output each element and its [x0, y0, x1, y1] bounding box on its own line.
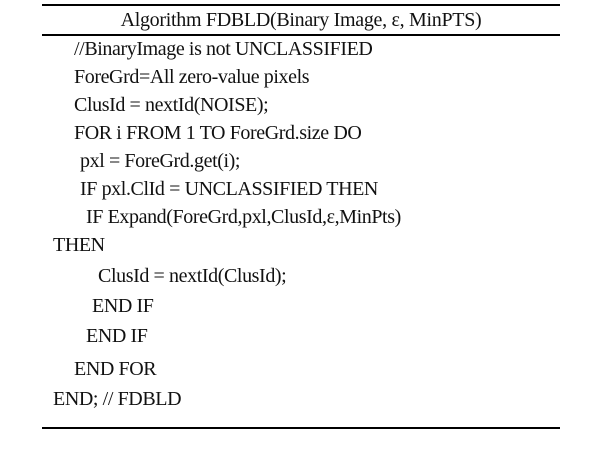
algorithm-header: Algorithm FDBLD(Binary Image, ε, MinPTS): [120, 9, 482, 31]
code-line-comment: //BinaryImage is not UNCLASSIFIED: [74, 38, 373, 60]
code-line-then: THEN: [53, 234, 105, 256]
code-line-if-expand: IF Expand(ForeGrd,pxl,ClusId,ε,MinPts): [86, 206, 401, 228]
code-line-foregrd: ForeGrd=All zero-value pixels: [74, 66, 310, 88]
code-line-clusid-next: ClusId = nextId(ClusId);: [98, 265, 287, 287]
code-line-for: FOR i FROM 1 TO ForeGrd.size DO: [74, 122, 362, 144]
code-line-end-if-inner: END IF: [92, 295, 154, 317]
header-rule: [42, 34, 560, 36]
code-line-end-if-outer: END IF: [86, 325, 148, 347]
bottom-rule: [42, 427, 560, 429]
code-line-if-unclassified: IF pxl.ClId = UNCLASSIFIED THEN: [80, 178, 378, 200]
code-line-clusid-init: ClusId = nextId(NOISE);: [74, 94, 269, 116]
code-line-end-for: END FOR: [74, 358, 157, 380]
code-line-pxl-get: pxl = ForeGrd.get(i);: [80, 150, 241, 172]
top-rule: [42, 4, 560, 6]
code-line-end: END; // FDBLD: [53, 388, 182, 410]
